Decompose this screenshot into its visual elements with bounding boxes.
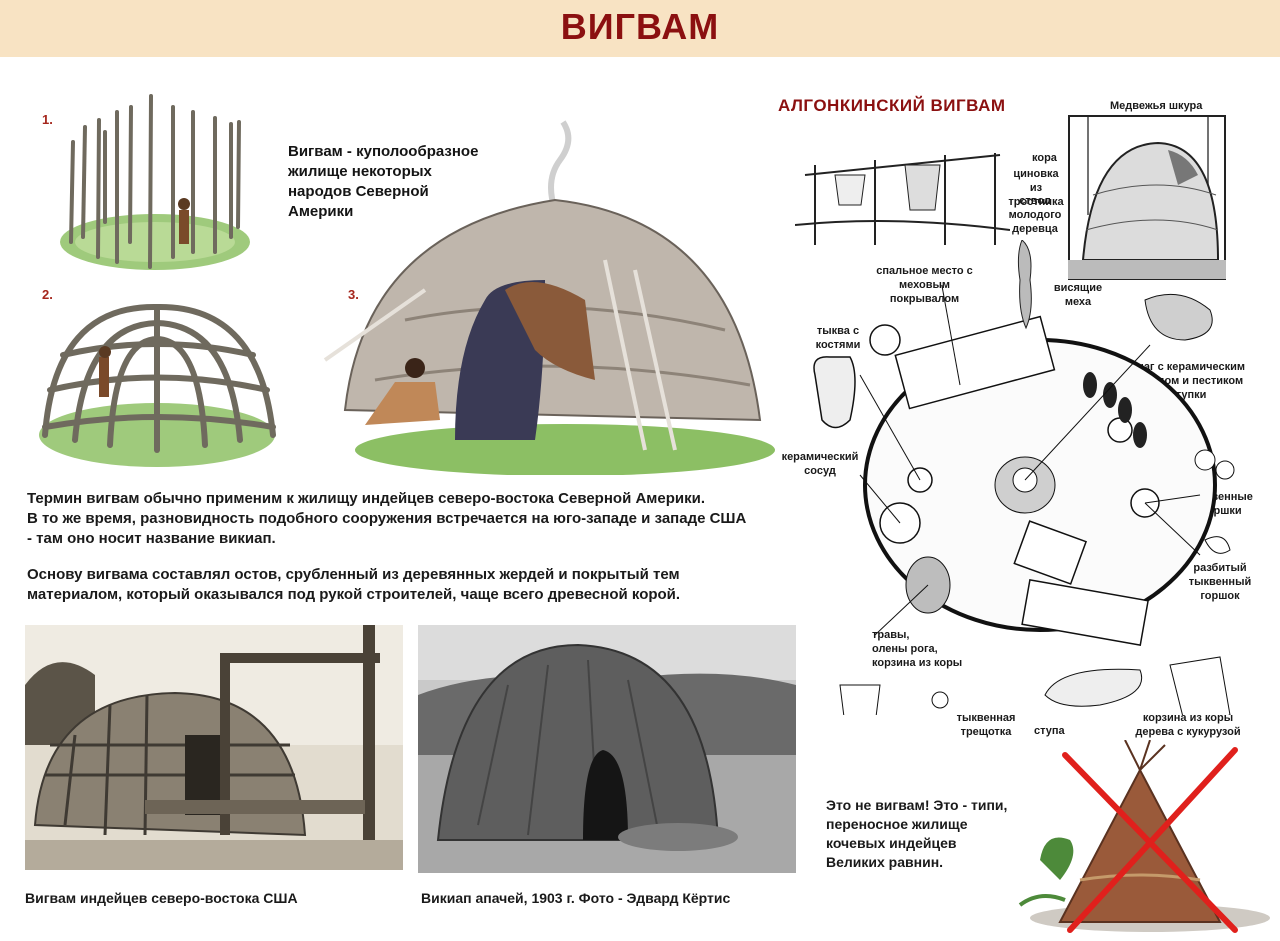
label-herbs: травы, олены рога, корзина из коры [872, 628, 982, 670]
label-broken-line-1: разбитый [1193, 562, 1247, 574]
label-reed-mat: циновка из тростника [1004, 167, 1068, 209]
page-title: ВИГВАМ [560, 6, 720, 47]
intro-line-2: жилище некоторых [288, 163, 432, 180]
label-bear-skin: Медвежья шкура [1110, 100, 1203, 112]
label-basket-line-1: корзина из коры [1142, 712, 1234, 724]
label-herbs-line-2: олены рога, [872, 643, 938, 655]
label-gourd-bones-line-1: тыква с [816, 325, 860, 337]
tipi-note: Это не вигвам! Это - типи, переносное жи… [826, 796, 1066, 872]
tipi-note-line-3: кочевых индейцев [826, 835, 957, 851]
step-3-bark-wigwam-illustration [323, 120, 775, 475]
label-hearth: очаг с керамическим сосудом и пестиком с… [1118, 360, 1258, 402]
photo-northeast-wigwam [25, 625, 403, 870]
label-sapling-line-3: деревца [1012, 223, 1058, 235]
label-rattle-line-2: трещотка [960, 726, 1012, 738]
intro-line-3: народов Северной [288, 183, 429, 200]
floor-plan-diagram [813, 285, 1235, 715]
step-2-frame-illustration [39, 303, 276, 467]
label-gourd-bones: тыква с костями [808, 324, 868, 352]
label-broken-line-3: горшок [1200, 590, 1240, 602]
paragraph-1-line-2: В то же время, разновидность подобного с… [27, 510, 747, 527]
label-mortar: ступа [1034, 725, 1065, 737]
tipi-note-line-2: переносное жилище [826, 816, 968, 832]
label-rattle-line-1: тыквенная [956, 712, 1016, 724]
label-reed-mat-line-1: циновка [1013, 168, 1059, 180]
photo-apache-wickiup [418, 625, 796, 873]
paragraph-1-line-3: - там оно носит название викиап. [27, 530, 276, 547]
label-broken-line-2: тыквенный [1188, 576, 1252, 588]
step-1-poles-illustration [60, 94, 250, 270]
hanging-fur-sketch [1017, 240, 1032, 330]
paragraph-2: Основу вигвама составлял остов, срубленн… [27, 565, 827, 605]
label-gourd-rattle: тыквенная трещотка [946, 711, 1026, 739]
label-sapling: ствол молодого деревца [1000, 194, 1070, 236]
step-2-number: 2. [42, 287, 53, 302]
label-basket-line-2: дерева с кукурузой [1135, 726, 1241, 738]
photo-1-caption: Вигвам индейцев северо-востока США [25, 890, 298, 906]
label-gourd-bones-line-2: костями [815, 339, 861, 351]
label-ceramic-line-1: керамический [781, 451, 859, 463]
exterior-wigwam-sketch [1068, 115, 1226, 280]
algonquin-title: АЛГОНКИНСКИЙ ВИГВАМ [778, 96, 1006, 115]
drying-rack-sketch [795, 153, 1010, 245]
paragraph-1: Термин вигвам обычно применим к жилищу и… [27, 489, 827, 549]
label-sapling-line-2: молодого [1008, 209, 1062, 221]
label-furs-line-2: меха [1064, 296, 1092, 308]
label-herbs-line-1: травы, [872, 629, 910, 641]
crossed-tipi-illustration [1018, 740, 1270, 933]
label-bark: кора [1032, 152, 1057, 164]
label-ceramic-vessel: керамический сосуд [775, 450, 865, 478]
paragraph-1-line-1: Термин вигвам обычно применим к жилищу и… [27, 490, 706, 507]
label-ceramic-line-2: сосуд [804, 465, 836, 477]
label-sleeping-place: спальное место с меховым покрывалом [867, 264, 982, 306]
paragraph-2-line-1: Основу вигвама составлял остов, срубленн… [27, 566, 680, 583]
intro-line-4: Америки [288, 203, 354, 220]
tipi-note-line-4: Великих равнин. [826, 854, 944, 870]
intro-text: Вигвам - куполообразное жилище некоторых… [288, 142, 528, 222]
header-banner: ВИГВАМ [0, 0, 1280, 57]
step-3-number: 3. [348, 287, 359, 302]
label-sleeping-line-1: спальное место с [876, 265, 973, 277]
label-reed-mat-line-2: из тростника [1008, 182, 1064, 208]
label-hearth-line-1: очаг с керамическим [1130, 361, 1245, 373]
label-broken-gourd: разбитый тыквенный горшок [1180, 561, 1260, 603]
label-corn-basket: корзина из коры дерева с кукурузой [1128, 711, 1248, 739]
label-herbs-line-3: корзина из коры [872, 657, 963, 669]
label-sapling-line-1: ствол [1019, 195, 1051, 207]
paragraph-2-line-2: материалом, который оказывался под рукой… [27, 586, 681, 603]
photo-2-caption: Викиап апачей, 1903 г. Фото - Эдвард Кёр… [421, 890, 731, 906]
label-hanging-furs: висящие меха [1048, 281, 1108, 309]
label-furs-line-1: висящие [1053, 282, 1103, 294]
tipi-note-line-1: Это не вигвам! Это - типи, [826, 797, 1008, 813]
step-1-number: 1. [42, 112, 53, 127]
label-sleeping-line-2: меховым покрывалом [889, 279, 960, 305]
intro-line-1: Вигвам - куполообразное [288, 143, 479, 160]
